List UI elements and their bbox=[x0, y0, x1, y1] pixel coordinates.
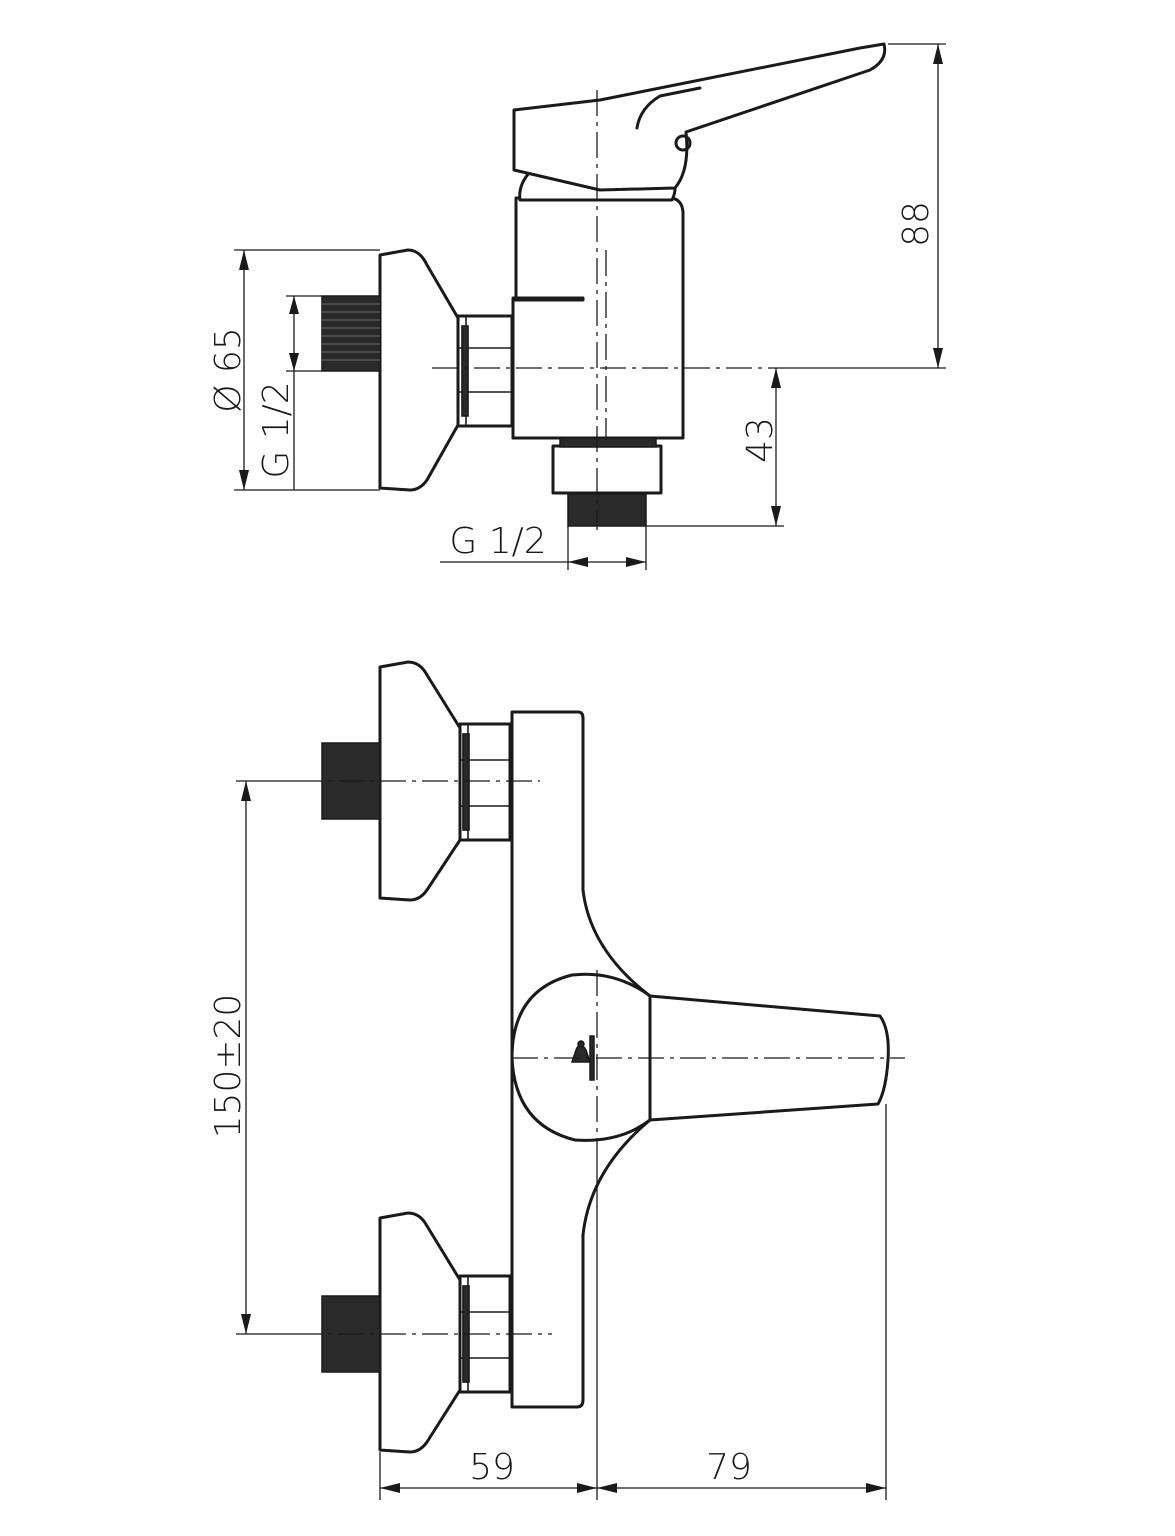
side-cartridge-body bbox=[511, 196, 685, 440]
side-inlet-thread-label: G 1/2 bbox=[256, 381, 297, 478]
outlet-thread-label: G 1/2 bbox=[449, 521, 546, 562]
center-to-lever-label: 79 bbox=[706, 1447, 752, 1488]
front-mixer-body bbox=[510, 710, 890, 1409]
side-outlet-nut bbox=[551, 444, 663, 495]
front-view-dimensions bbox=[236, 780, 887, 1500]
front-view bbox=[296, 660, 905, 1454]
height-label: 88 bbox=[896, 201, 937, 247]
side-view bbox=[321, 42, 887, 530]
front-lower-escutcheon bbox=[378, 1211, 462, 1454]
diameter-label: Ø 65 bbox=[208, 327, 249, 413]
side-outlet-thread bbox=[567, 493, 647, 527]
side-view-dimensions bbox=[234, 43, 946, 570]
wall-to-center-label: 59 bbox=[469, 1447, 515, 1488]
side-inlet-thread bbox=[321, 295, 381, 372]
inlet-spacing-label: 150±20 bbox=[208, 994, 249, 1139]
side-wall-escutcheon bbox=[378, 248, 460, 492]
outlet-offset-label: 43 bbox=[740, 417, 781, 463]
side-lever-handle bbox=[512, 42, 887, 192]
